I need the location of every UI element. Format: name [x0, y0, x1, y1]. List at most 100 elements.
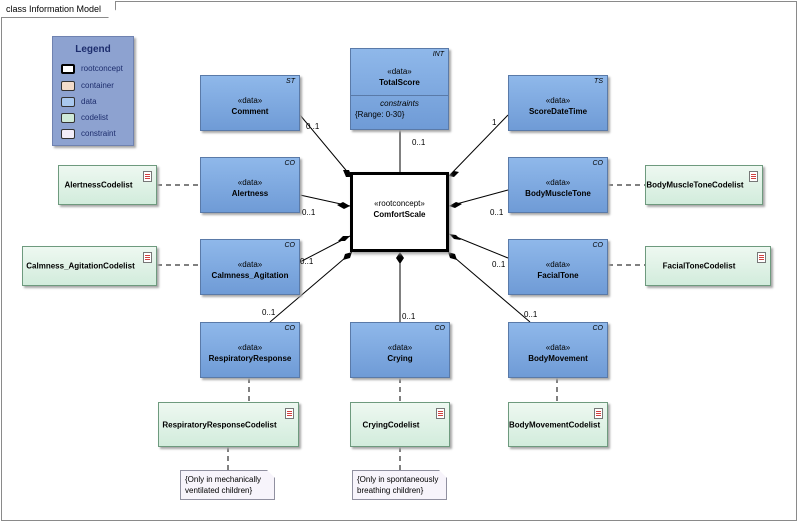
codelist-name: Calmness_AgitationCodelist — [26, 261, 135, 271]
document-icon — [594, 408, 603, 419]
multiplicity-comment: 0..1 — [306, 122, 320, 131]
diamond-alertness — [337, 202, 350, 209]
type-label: CO — [592, 160, 604, 167]
document-icon — [143, 171, 152, 182]
codelist-body-movement[interactable]: BodyMovementCodelist — [508, 402, 608, 447]
diagram-title: class Information Model — [1, 1, 116, 18]
type-label: CO — [434, 325, 446, 332]
multiplicity-alertness: 0..1 — [302, 208, 316, 217]
diamond-score-date-time — [449, 171, 459, 177]
document-icon — [749, 171, 758, 182]
stereotype-label: «data» — [387, 343, 413, 352]
class-name: ComfortScale — [373, 210, 426, 219]
document-icon — [757, 252, 766, 263]
type-label: CO — [592, 242, 604, 249]
connector-respiratory-response — [269, 251, 353, 323]
multiplicity-respiratory-response: 0..1 — [262, 308, 276, 317]
codelist-body-muscle-tone[interactable]: BodyMuscleToneCodelist — [645, 165, 763, 205]
constraints-label: constraints — [380, 99, 419, 108]
stereotype-label: «data» — [237, 96, 263, 105]
codelist-respiratory-response[interactable]: RespiratoryResponseCodelist — [158, 402, 299, 447]
diamond-body-movement — [448, 252, 457, 260]
note-respiratory-constraint[interactable]: {Only in mechanically ventilated childre… — [180, 470, 275, 500]
class-name: Alertness — [231, 189, 269, 198]
codelist-name: BodyMuscleToneCodelist — [646, 180, 744, 190]
type-label: TS — [594, 78, 603, 85]
codelist-name: CryingCodelist — [362, 420, 420, 429]
codelist-facial-tone[interactable]: FacialToneCodelist — [645, 246, 771, 286]
diamond-calmness-agitation — [338, 236, 350, 241]
diamond-crying — [396, 252, 404, 264]
codelist-crying[interactable]: CryingCodelist — [350, 402, 450, 447]
stereotype-label: «data» — [387, 67, 412, 76]
stereotype-label: «data» — [237, 260, 263, 269]
connector-comment — [299, 114, 351, 176]
multiplicity-body-movement: 0..1 — [524, 310, 538, 319]
type-label: CO — [284, 160, 296, 167]
class-name: Calmness_Agitation — [211, 271, 289, 280]
class-name: ScoreDateTime — [528, 107, 588, 116]
data-body-movement[interactable]: CO «data» BodyMovement — [508, 322, 608, 378]
stereotype-label: «data» — [545, 260, 571, 269]
multiplicity-calmness-agitation: 0..1 — [300, 257, 314, 266]
diamond-facial-tone — [449, 234, 461, 240]
codelist-alertness[interactable]: AlertnessCodelist — [58, 165, 157, 205]
compartment-divider — [351, 95, 448, 96]
diamond-body-muscle-tone — [449, 202, 462, 208]
legend-swatch — [61, 113, 75, 123]
legend-swatch — [61, 97, 75, 107]
data-score-date-time[interactable]: TS «data» ScoreDateTime — [508, 75, 608, 131]
stereotype-label: «data» — [545, 178, 571, 187]
class-name: FacialTone — [537, 271, 579, 280]
data-total-score[interactable]: INT «data» TotalScore constraints {Range… — [350, 48, 449, 130]
class-name: RespiratoryResponse — [208, 354, 292, 363]
data-alertness[interactable]: CO «data» Alertness — [200, 157, 300, 213]
connector-body-movement — [447, 251, 531, 323]
multiplicity-facial-tone: 0..1 — [492, 260, 506, 269]
stereotype-label: «data» — [545, 96, 571, 105]
class-name: BodyMovement — [528, 354, 588, 363]
class-name: BodyMuscleTone — [525, 189, 591, 198]
stereotype-label: «data» — [237, 343, 263, 352]
stereotype-label: «data» — [545, 343, 571, 352]
diamond-comment — [343, 170, 352, 177]
legend-swatch — [61, 81, 75, 91]
data-facial-tone[interactable]: CO «data» FacialTone — [508, 239, 608, 295]
multiplicity-body-muscle-tone: 0..1 — [490, 208, 504, 217]
stereotype-label: «rootconcept» — [374, 199, 425, 208]
class-name: Crying — [387, 354, 413, 363]
multiplicity-score-date-time: 1 — [492, 118, 497, 127]
codelist-calmness-agitation[interactable]: Calmness_AgitationCodelist — [22, 246, 157, 286]
multiplicity-total-score: 0..1 — [412, 138, 426, 147]
class-name: TotalScore — [379, 78, 420, 87]
data-comment[interactable]: ST «data» Comment — [200, 75, 300, 131]
class-name: Comment — [231, 107, 269, 116]
document-icon — [436, 408, 445, 419]
diamond-respiratory-response — [343, 252, 352, 260]
type-label: CO — [284, 325, 296, 332]
note-crying-constraint[interactable]: {Only in spontaneously breathing childre… — [352, 470, 447, 500]
legend: Legend rootconcept container data codeli… — [52, 36, 134, 146]
root-concept-comfort-scale[interactable]: «rootconcept» ComfortScale — [350, 172, 449, 252]
constraint-value: {Range: 0-30} — [355, 110, 405, 119]
codelist-name: BodyMovementCodelist — [509, 420, 601, 429]
legend-swatch — [61, 129, 75, 139]
stereotype-label: «data» — [237, 178, 263, 187]
legend-swatch — [61, 64, 75, 74]
data-body-muscle-tone[interactable]: CO «data» BodyMuscleTone — [508, 157, 608, 213]
data-respiratory-response[interactable]: CO «data» RespiratoryResponse — [200, 322, 300, 378]
document-icon — [143, 252, 152, 263]
type-label: CO — [592, 325, 604, 332]
type-label: ST — [286, 78, 295, 85]
connector-score-date-time — [448, 114, 509, 177]
codelist-name: FacialToneCodelist — [662, 261, 736, 271]
document-icon — [285, 408, 294, 419]
type-label: INT — [432, 51, 444, 58]
type-label: CO — [284, 242, 296, 249]
codelist-name: RespiratoryResponseCodelist — [162, 420, 277, 429]
multiplicity-crying: 0..1 — [402, 312, 416, 321]
data-calmness-agitation[interactable]: CO «data» Calmness_Agitation — [200, 239, 300, 295]
data-crying[interactable]: CO «data» Crying — [350, 322, 450, 378]
codelist-name: AlertnessCodelist — [64, 180, 133, 190]
